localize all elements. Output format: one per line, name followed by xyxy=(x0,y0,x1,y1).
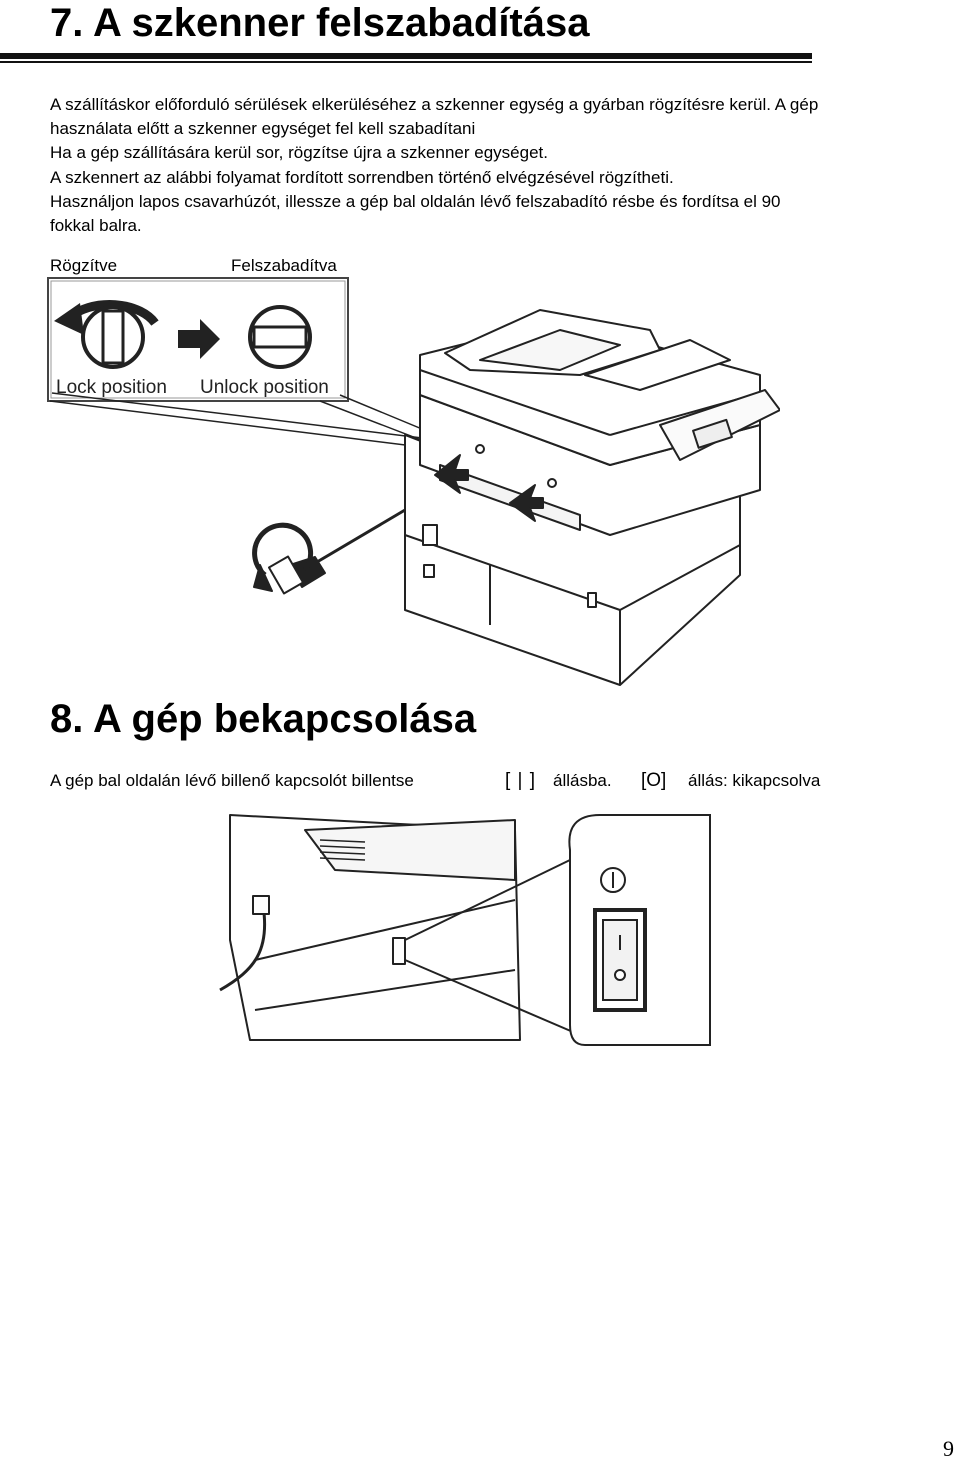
scanner-release-figure: Lock position Unlock position xyxy=(47,277,780,686)
power-on-symbol-icon: [ | ] xyxy=(505,770,537,791)
label-locked: Rögzítve xyxy=(50,256,118,275)
paragraph-line: Használjon lapos csavarhúzót, illessze a… xyxy=(50,191,781,211)
machine-side-illustration xyxy=(219,814,581,1041)
power-switch-icon xyxy=(568,814,711,1046)
section7-title: 7. A szkenner felszabadítása xyxy=(50,1,590,45)
page-number: 9 xyxy=(943,1436,954,1461)
paragraph-line: A szállításkor előforduló sérülések elke… xyxy=(50,95,819,114)
lock-slot-icon xyxy=(81,305,145,369)
section8-on-text: állásba. xyxy=(553,771,612,790)
section7-paragraph: A szállításkor előforduló sérülések elke… xyxy=(50,93,960,238)
copier-illustration xyxy=(252,309,780,686)
paragraph-line: fokkal balra. xyxy=(50,215,142,235)
inset-unlock-label: Unlock position xyxy=(200,377,329,398)
right-arrow-icon xyxy=(178,319,220,359)
inset-lock-label: Lock position xyxy=(56,377,167,398)
section8-off-text: állás: kikapcsolva xyxy=(688,771,821,790)
label-unlocked: Felszabadítva xyxy=(231,256,337,275)
paragraph-line: használata előtt a szkenner egységet fel… xyxy=(50,119,476,139)
power-off-symbol-icon: [O] xyxy=(641,770,667,791)
power-switch-figure xyxy=(219,814,711,1046)
title-rule-thin xyxy=(0,61,812,63)
paragraph-line: A szkennert az alábbi folyamat fordított… xyxy=(50,167,674,187)
title-rule xyxy=(0,53,812,59)
section8-text: A gép bal oldalán lévő billenő kapcsolót… xyxy=(50,771,414,790)
section8-title: 8. A gép bekapcsolása xyxy=(50,697,477,741)
rotate-arrow-icon xyxy=(54,299,159,335)
paragraph-line: Ha a gép szállítására kerül sor, rögzíts… xyxy=(50,143,548,163)
unlock-slot-icon xyxy=(248,305,312,369)
